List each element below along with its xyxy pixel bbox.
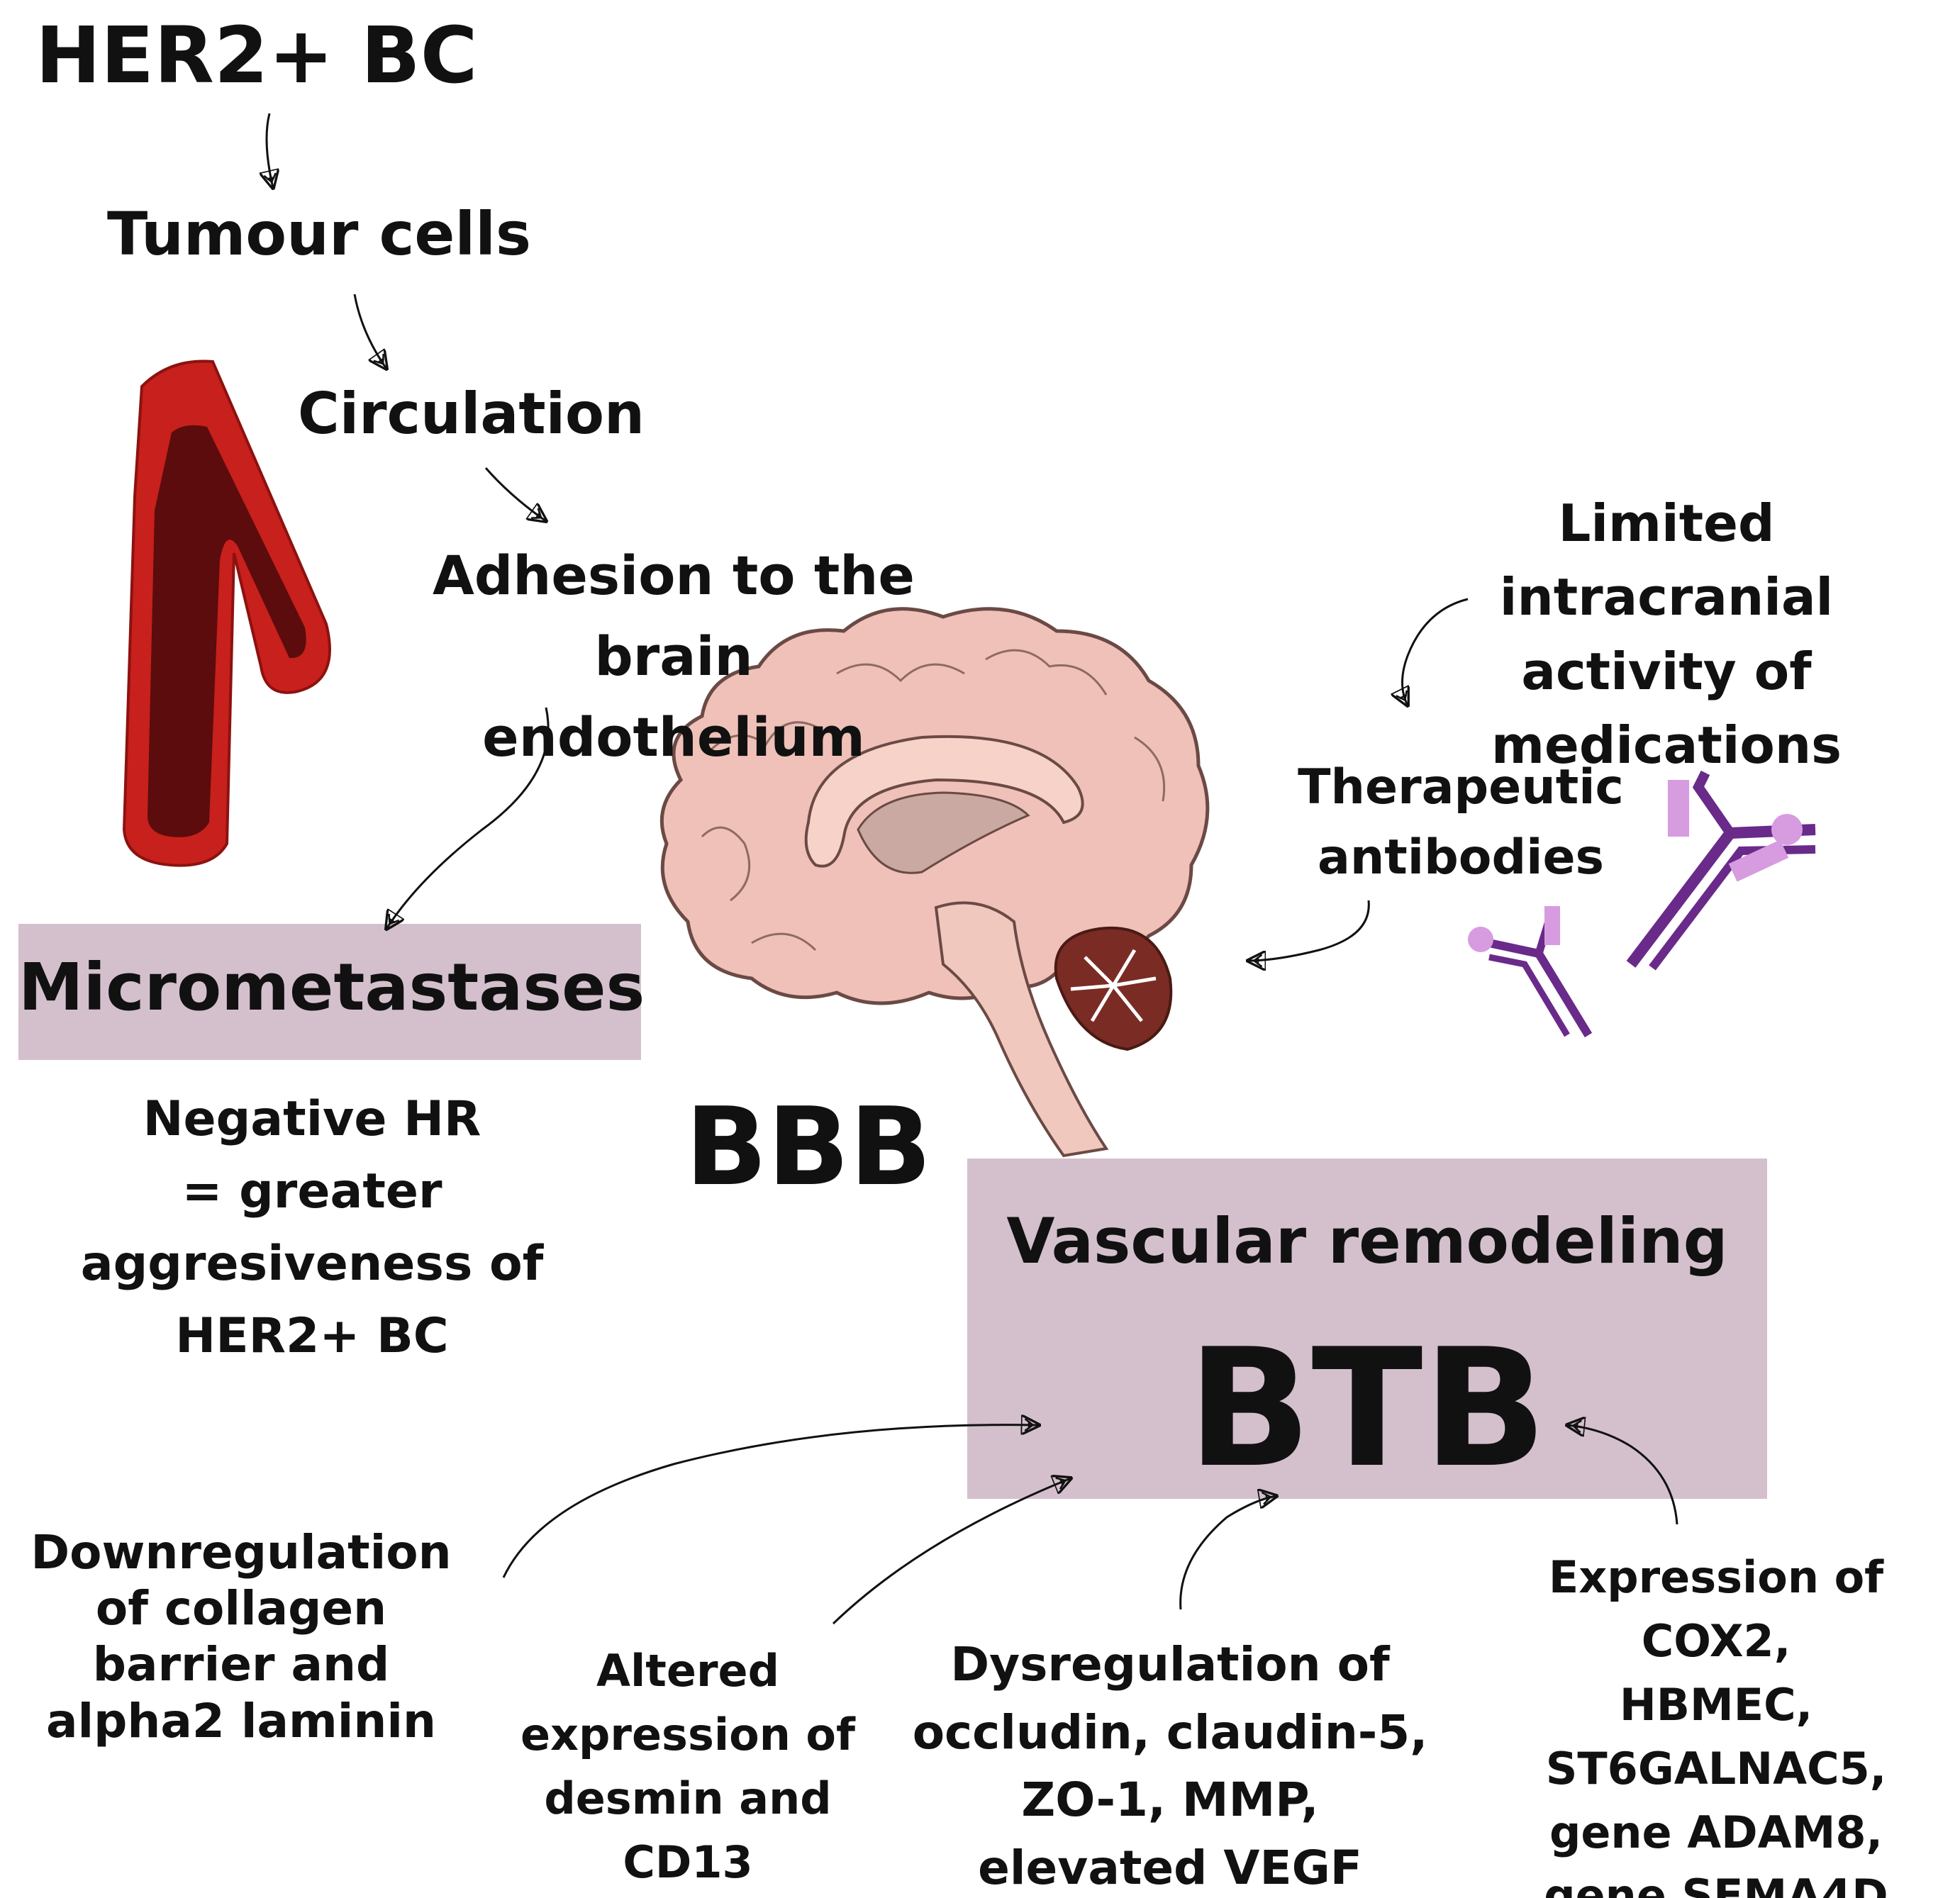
brain-icon (659, 607, 1210, 1158)
therapeutic-antibodies-label: Therapeutic antibodies (1298, 759, 1624, 886)
tumour-cells-label: Tumour cells (107, 199, 531, 269)
antibody-icon (1468, 770, 1816, 1038)
expression-cox2-label: Expression of COX2, HBMEC, ST6GALNAC5, g… (1544, 1551, 1888, 1898)
arrow-therapeutic-to-brain (1248, 900, 1370, 961)
adhesion-label: Adhesion to the brain endothelium (433, 544, 915, 769)
bbb-label: BBB (685, 1084, 932, 1210)
arrow-downregulation-to-btb (502, 1425, 1039, 1578)
arrow-dysregulation-to-btb (1179, 1496, 1276, 1610)
dysregulation-label: Dysregulation of occludin, claudin-5, ZO… (912, 1637, 1428, 1896)
antibody-small (1468, 906, 1593, 1038)
btb-box (967, 1159, 1767, 1499)
arrow-expression-to-btb (1567, 1425, 1678, 1525)
blood-vessel-icon (122, 359, 331, 867)
arrow-circulation-to-adhesion (484, 467, 546, 521)
downregulation-label: Downregulation of collagen barrier and a… (30, 1525, 452, 1748)
altered-expression-label: Altered expression of desmin and CD13 (520, 1645, 855, 1888)
negative-hr-label: Negative HR = greater aggresiveness of H… (80, 1091, 544, 1364)
arrow-adhesion-to-micrometastases (386, 707, 550, 929)
limited-activity-label: Limited intracranial activity of medicat… (1491, 493, 1842, 776)
arrow-altered-to-btb (832, 1478, 1071, 1625)
arrow-icon (267, 113, 1678, 1625)
arrow-her2-to-tumour (267, 113, 273, 188)
micrometastases-box (18, 924, 641, 1060)
btb-label: BTB (1187, 1314, 1547, 1504)
her2-bc-label: HER2+ BC (35, 10, 478, 101)
arrow-limited-to-therapeutic (1403, 598, 1469, 705)
arrow-tumour-to-circulation (353, 294, 386, 369)
circulation-label: Circulation (298, 381, 645, 447)
vascular-remodeling-label: Vascular remodeling (1006, 1205, 1728, 1278)
antibody-large (1626, 770, 1816, 971)
micrometastases-label: Micrometastases (18, 949, 645, 1025)
